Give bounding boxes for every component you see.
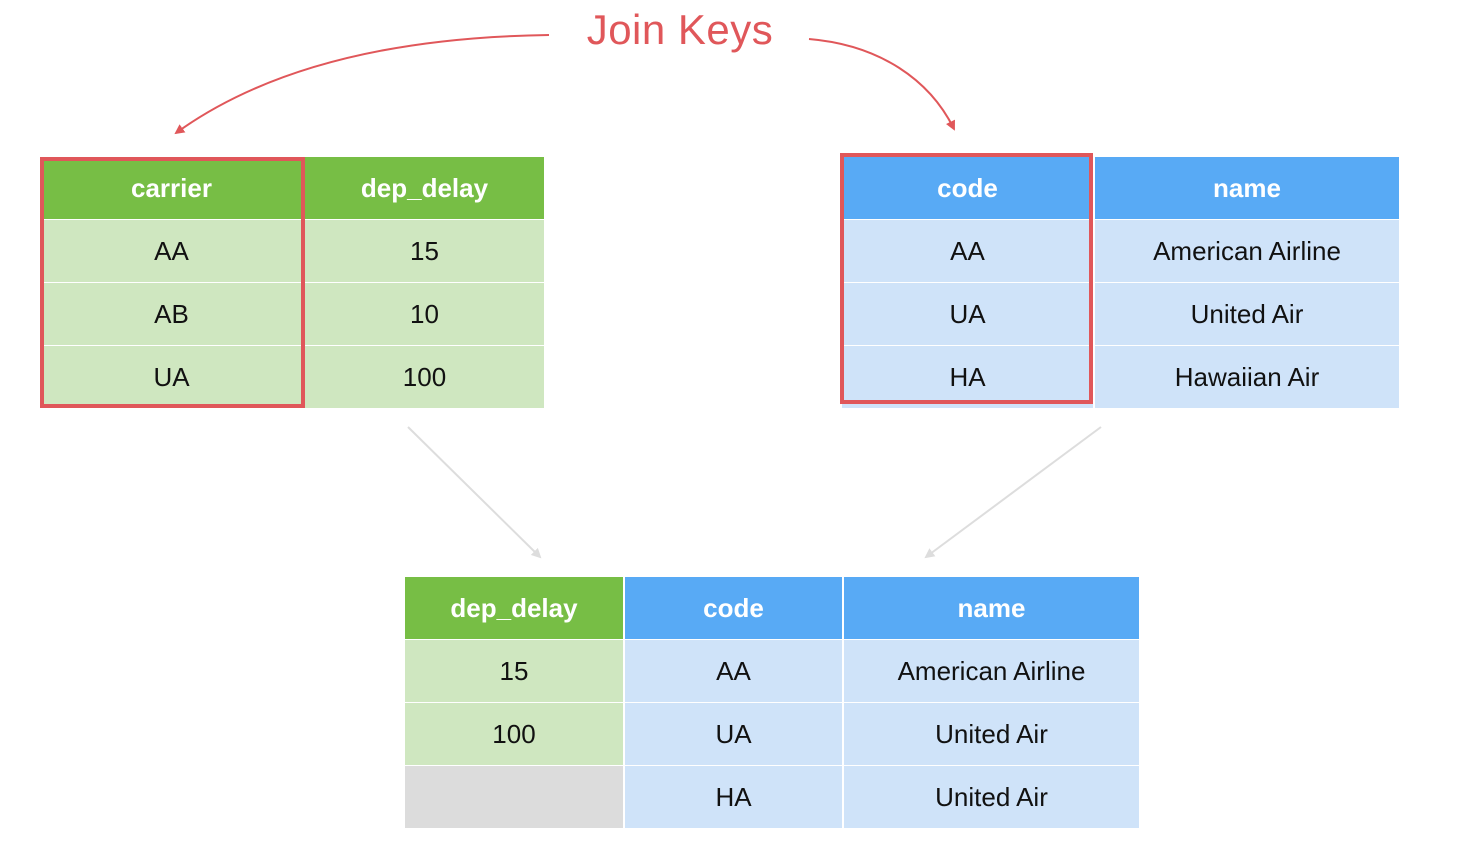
table-cell: AA bbox=[40, 219, 304, 283]
table-cell: 100 bbox=[405, 702, 624, 766]
header-carrier: carrier bbox=[40, 157, 304, 220]
table-row: UA 100 bbox=[40, 345, 544, 408]
table-cell: 15 bbox=[303, 219, 544, 283]
table-cell: AB bbox=[40, 282, 304, 346]
right-table-airlines: code name AA American Airline UA United … bbox=[842, 157, 1399, 408]
table-row: HA United Air bbox=[405, 765, 1139, 828]
flow-arrow-left bbox=[407, 426, 542, 559]
table-row: AA 15 bbox=[40, 219, 544, 283]
header-code: code bbox=[623, 577, 843, 640]
table-cell: Hawaiian Air bbox=[1093, 345, 1399, 408]
missing-value-cell bbox=[405, 765, 624, 828]
table-cell: United Air bbox=[842, 702, 1139, 766]
table-cell: HA bbox=[623, 765, 843, 828]
flow-arrow-right bbox=[924, 426, 1102, 559]
table-cell: 100 bbox=[303, 345, 544, 408]
table-row: HA Hawaiian Air bbox=[842, 345, 1399, 408]
table-header-row: code name bbox=[842, 157, 1399, 220]
table-cell: AA bbox=[842, 219, 1094, 283]
table-cell: 10 bbox=[303, 282, 544, 346]
table-header-row: carrier dep_delay bbox=[40, 157, 544, 220]
table-cell: 15 bbox=[405, 639, 624, 703]
table-row: AB 10 bbox=[40, 282, 544, 346]
header-name: name bbox=[1093, 157, 1399, 220]
table-cell: American Airline bbox=[1093, 219, 1399, 283]
key-arrow-right bbox=[808, 38, 955, 131]
table-row: 15 AA American Airline bbox=[405, 639, 1139, 703]
header-name: name bbox=[842, 577, 1139, 640]
header-code: code bbox=[842, 157, 1094, 220]
table-row: 100 UA United Air bbox=[405, 702, 1139, 766]
left-table-flights: carrier dep_delay AA 15 AB 10 UA 100 bbox=[40, 157, 544, 408]
result-table-joined: dep_delay code name 15 AA American Airli… bbox=[405, 577, 1139, 828]
table-cell: UA bbox=[40, 345, 304, 408]
table-row: UA United Air bbox=[842, 282, 1399, 346]
table-cell: American Airline bbox=[842, 639, 1139, 703]
table-cell: United Air bbox=[842, 765, 1139, 828]
header-dep-delay: dep_delay bbox=[405, 577, 624, 640]
table-cell: UA bbox=[842, 282, 1094, 346]
table-header-row: dep_delay code name bbox=[405, 577, 1139, 640]
table-cell: AA bbox=[623, 639, 843, 703]
key-arrow-left bbox=[174, 34, 550, 135]
join-keys-title: Join Keys bbox=[586, 6, 774, 53]
table-row: AA American Airline bbox=[842, 219, 1399, 283]
table-cell: United Air bbox=[1093, 282, 1399, 346]
header-dep-delay: dep_delay bbox=[303, 157, 544, 220]
table-cell: UA bbox=[623, 702, 843, 766]
table-cell: HA bbox=[842, 345, 1094, 408]
